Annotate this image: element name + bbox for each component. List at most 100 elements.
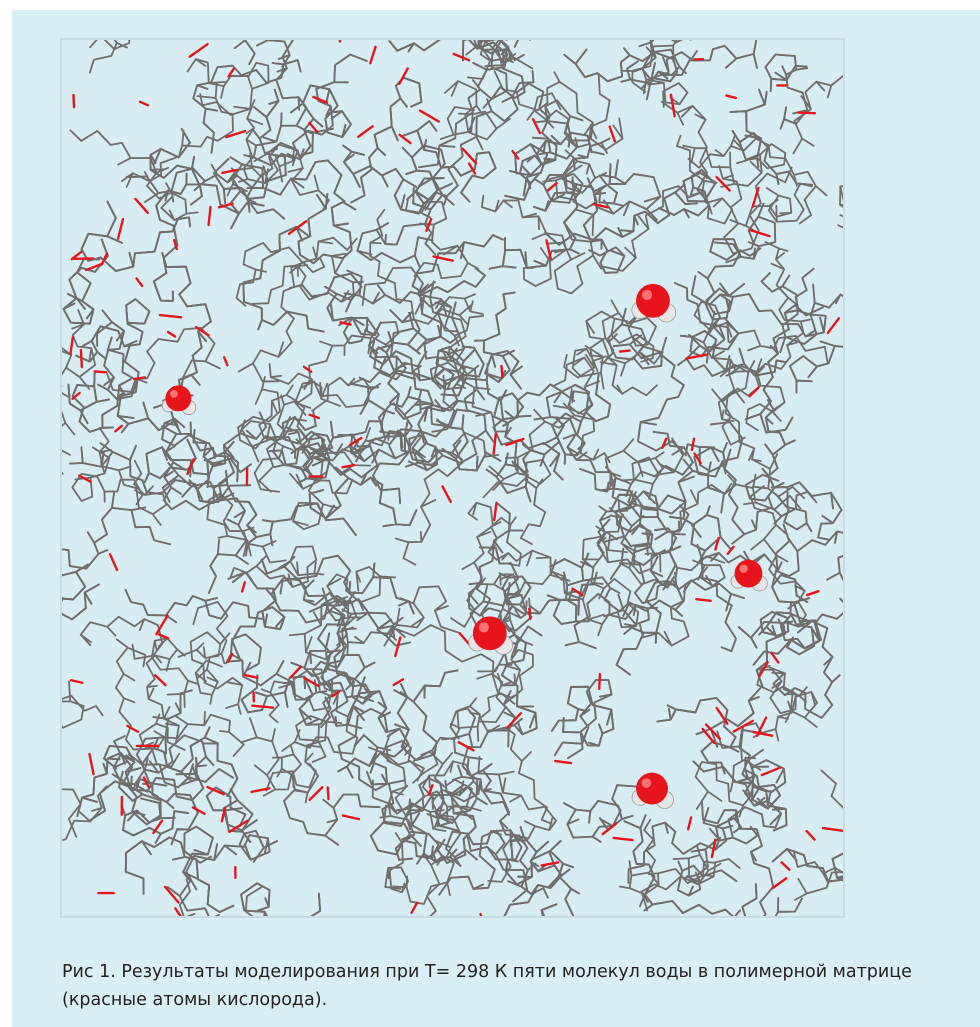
oxygen-bond [608, 125, 616, 143]
polymer-chain [80, 200, 192, 272]
oxygen-bond [553, 759, 573, 765]
polymer-chain [212, 88, 287, 213]
oxygen-bond [134, 197, 149, 215]
oxygen-bond [704, 723, 721, 740]
polymer-chain [701, 801, 775, 916]
polymer-chain [656, 697, 740, 775]
oxygen-bond [771, 877, 788, 890]
oxygen-bond [287, 220, 308, 236]
oxygen-bond [618, 349, 631, 353]
oxygen-bond [493, 501, 498, 522]
water-molecule [161, 385, 197, 415]
polymer-chain [369, 340, 476, 390]
polymer-chain [118, 770, 190, 844]
polymer-chain [372, 390, 470, 505]
oxygen-bond [240, 581, 246, 593]
polymer-chain [310, 892, 322, 916]
polymer-chain [401, 144, 455, 225]
polymer-chain [418, 47, 525, 169]
polymer-matrix-render [62, 40, 843, 916]
oxygen-bond [394, 636, 402, 658]
polymer-chain [404, 196, 480, 280]
atom-highlight [169, 389, 178, 398]
polymer-chain [366, 770, 473, 828]
oxygen-bond [116, 217, 125, 240]
oxygen-bond [126, 724, 140, 733]
polymer-chain [89, 778, 199, 846]
polymer-chain [62, 785, 108, 842]
oxygen-bond [726, 545, 735, 556]
oxygen-bond [748, 386, 760, 398]
polymer-chain [260, 670, 332, 724]
polymer-chain [308, 466, 418, 528]
oxygen-bond [222, 356, 229, 367]
polymer-chain [377, 309, 475, 412]
polymer-chain [394, 431, 499, 566]
oxygen-bond [186, 458, 195, 476]
polymer-chain [544, 183, 698, 246]
polymer-chain [283, 762, 381, 846]
polymer-chain [546, 552, 598, 625]
polymer-chain [729, 88, 814, 186]
polymer-chain [393, 669, 459, 762]
polymer-chain [709, 202, 777, 264]
polymer-chain [144, 438, 252, 489]
polymer-chain [166, 825, 220, 916]
oxygen-bond [166, 330, 177, 338]
polymer-chain [445, 829, 523, 867]
polymer-chain [240, 717, 309, 804]
polymer-chain [377, 309, 475, 412]
oxygen-bond [153, 674, 167, 687]
water-molecule [730, 559, 768, 592]
oxygen-bond [303, 676, 320, 688]
oxygen-atom [734, 559, 763, 588]
oxygen-bond [357, 125, 374, 138]
polymer-chain [719, 360, 806, 500]
polymer-chain [242, 225, 325, 333]
polymer-chain [124, 836, 235, 914]
polymer-chain [794, 871, 843, 901]
oxygen-bond [492, 432, 498, 456]
oxygen-bond [685, 353, 708, 360]
water-molecule [468, 616, 514, 655]
oxygen-bond [461, 147, 478, 165]
polymer-chain [729, 182, 813, 233]
polymer-chain [401, 120, 497, 203]
oxygen-bond [138, 100, 150, 107]
oxygen-bond [715, 706, 729, 725]
polymer-chain [205, 786, 258, 843]
polymer-chain [161, 462, 249, 594]
polymer-chain [600, 307, 668, 370]
oxygen-bond [206, 785, 225, 796]
atom-highlight [739, 564, 748, 573]
atom-highlight [478, 622, 489, 633]
oxygen-bond [69, 678, 84, 684]
polymer-chain [185, 829, 278, 891]
polymer-chain [62, 680, 104, 729]
water-molecule [631, 283, 677, 323]
polymer-chain [379, 345, 485, 463]
polymer-chain [369, 804, 440, 861]
oxygen-bond [751, 186, 760, 209]
oxygen-bond [714, 536, 720, 551]
polymer-chain [488, 176, 580, 270]
oxygen-bond [686, 816, 693, 831]
polymer-chain [135, 689, 235, 789]
oxygen-bond [243, 673, 259, 679]
polymer-chain [771, 848, 843, 883]
oxygen-bond [308, 121, 319, 133]
oxygen-bond [191, 806, 206, 815]
polymer-chain [405, 364, 495, 468]
polymer-chain [473, 291, 523, 390]
oxygen-bond [669, 93, 676, 118]
polymer-chain [208, 469, 357, 547]
polymer-chain [408, 414, 502, 472]
polymer-chain [709, 202, 777, 264]
oxygen-bond [251, 704, 275, 709]
polymer-chain [772, 620, 841, 719]
water-molecule [631, 772, 674, 809]
polymer-chain [373, 281, 442, 377]
polymer-chain [120, 82, 234, 188]
polymer-chain [729, 88, 814, 186]
polymer-chain [265, 715, 343, 792]
